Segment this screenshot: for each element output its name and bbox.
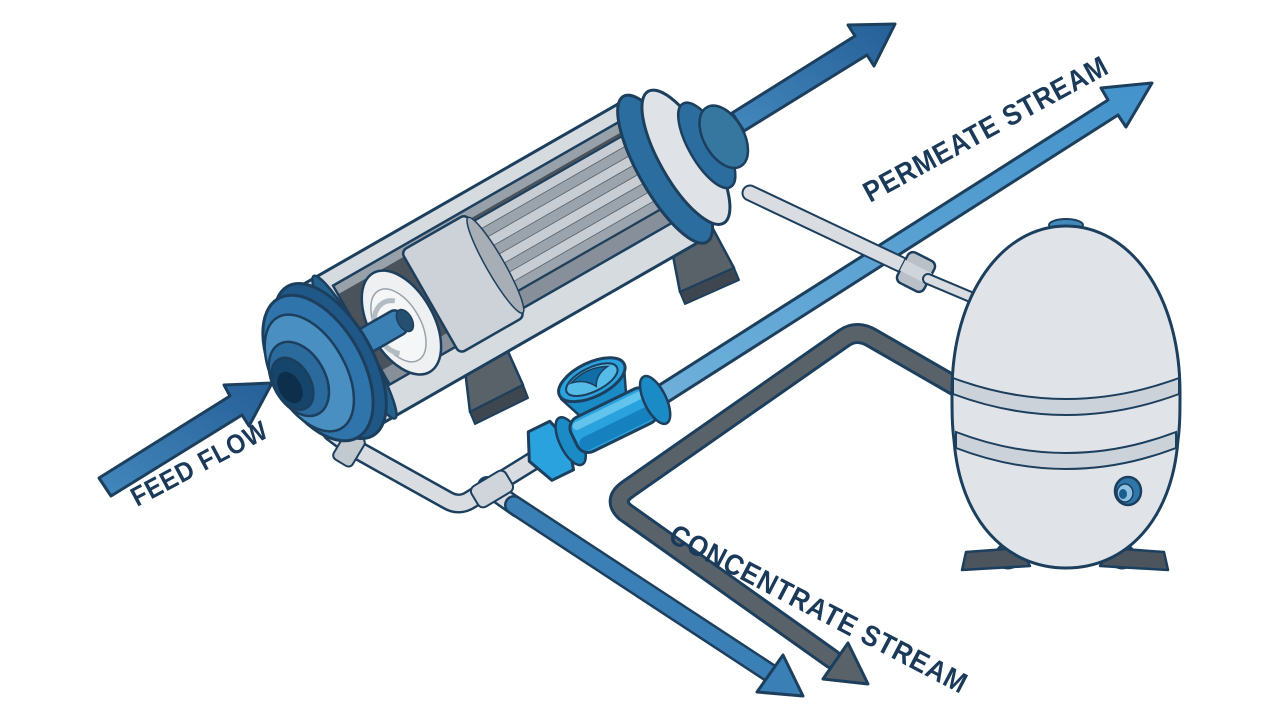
tank-band-lower bbox=[955, 430, 1177, 470]
storage-tank bbox=[950, 218, 1182, 572]
control-valve bbox=[526, 356, 672, 482]
tee-sleeve bbox=[469, 469, 515, 509]
element-wrap-band bbox=[401, 214, 525, 353]
tank-band-upper bbox=[952, 376, 1180, 416]
blue-arrowhead bbox=[755, 653, 805, 698]
module-to-tank-pipe bbox=[741, 184, 991, 309]
feed-flow-arrow bbox=[97, 381, 274, 498]
concentrate-pipe-blue bbox=[469, 469, 805, 698]
module-outlet-arrow bbox=[730, 22, 897, 133]
feed-pipe bbox=[322, 422, 585, 514]
module-right-end-cap bbox=[616, 88, 750, 245]
element-end-disc bbox=[360, 269, 443, 376]
permeate-stream-arrow bbox=[648, 81, 1154, 409]
membrane-module bbox=[261, 88, 750, 443]
permeate-dome bbox=[698, 104, 750, 170]
gray-arrowhead bbox=[821, 641, 870, 686]
core-port bbox=[395, 308, 415, 333]
tank-drain-port bbox=[1113, 475, 1143, 507]
module-left-end-cap bbox=[261, 282, 388, 443]
valve-wheel bbox=[568, 365, 611, 388]
concentrate-pipe-gray bbox=[608, 323, 1001, 686]
membrane-fiber-bundle bbox=[447, 125, 681, 309]
